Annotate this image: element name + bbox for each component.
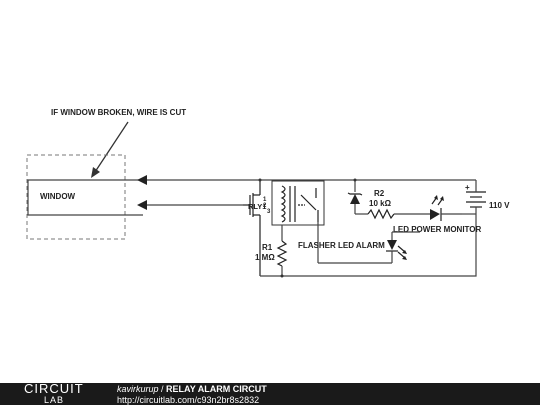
relay-pin-3: 3: [267, 209, 271, 215]
credit-separator: /: [158, 384, 167, 394]
author-link[interactable]: kavirkurup: [117, 384, 159, 394]
junction-dot: [353, 178, 357, 182]
power-led-label: LED POWER MONITOR: [393, 225, 482, 234]
circuitlab-logo-sub: LAB: [44, 395, 65, 405]
window-wire-loop: [27, 179, 143, 216]
circuit-schematic: IF WINDOW BROKEN, WIRE IS CUT WINDOW RLY…: [26, 108, 510, 278]
relay-ref-label: RLY1: [248, 202, 266, 211]
circuitlab-logo[interactable]: CIRCUIT: [24, 381, 84, 396]
resistor-r1: [276, 238, 288, 276]
battery-110v: [462, 180, 486, 215]
zener-diode: [347, 180, 363, 214]
r1-name: R1: [262, 243, 273, 252]
annotation-text: IF WINDOW BROKEN, WIRE IS CUT: [51, 108, 186, 117]
junction-dot: [280, 274, 284, 278]
battery-plus-sign: +: [465, 183, 470, 192]
r2-value: 10 kΩ: [369, 199, 392, 208]
window-boundary: [26, 154, 126, 240]
circuit-title: RELAY ALARM CIRCUT: [166, 384, 267, 394]
wire-terminal-bottom: [137, 200, 147, 210]
battery-voltage-label: 110 V: [489, 201, 510, 210]
led-flasher-alarm: [386, 232, 407, 263]
relay-rly1: [271, 180, 325, 226]
resistor-r2: [355, 208, 430, 220]
r1-value: 1 MΩ: [255, 253, 275, 262]
junction-dot: [258, 178, 262, 182]
credit-line: kavirkurup / RELAY ALARM CIRCUT: [117, 384, 267, 394]
circuit-url-link[interactable]: http://circuitlab.com/c93n2br8s2832: [117, 395, 260, 405]
flasher-led-label: FLASHER LED ALARM: [298, 241, 385, 250]
r2-name: R2: [374, 189, 385, 198]
led-power-monitor: [430, 195, 462, 221]
footer-bar: [0, 383, 540, 405]
window-label: WINDOW: [40, 192, 76, 201]
annotation-arrow: [91, 121, 129, 178]
bottom-rail-wire: [260, 215, 477, 277]
relay-pin-1: 1: [263, 197, 267, 203]
transistor-q1: [243, 180, 261, 276]
wire-terminal-top: [137, 175, 147, 185]
relay-pin-2: 2: [263, 203, 267, 209]
